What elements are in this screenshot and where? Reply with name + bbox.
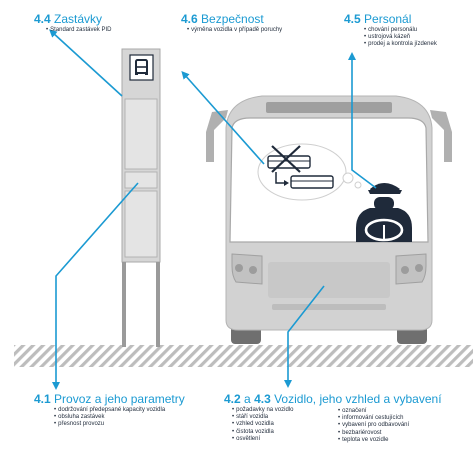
list-item: obsluha zastávek: [54, 414, 185, 421]
section-vehicle-title: 4.2 a 4.3 Vozidlo, jeho vzhled a vybaven…: [224, 392, 442, 406]
connector-staff: [348, 52, 377, 189]
list-item: označení: [338, 408, 409, 415]
bus-stop-icon: [135, 59, 148, 75]
section-vehicle-lists: požadavky na vozidlo stáří vozidla vzhle…: [224, 407, 442, 443]
section-safety-items: výměna vozidla v případě poruchy: [181, 27, 282, 34]
driver-icon: [356, 183, 412, 242]
bus-swap-icon: [267, 145, 334, 189]
list-item: vybavení pro odbavování: [338, 422, 409, 429]
section-staff-items: chování personálu ustrojová kázeň prodej…: [344, 27, 437, 49]
connector-stops: [49, 29, 123, 97]
connector-operation: [52, 182, 139, 390]
section-stops-title: 4.4 Zastávky: [34, 12, 103, 26]
list-item: čistota vozidla: [232, 429, 342, 436]
list-item: ustrojová kázeň: [364, 34, 437, 41]
list-item: informování cestujících: [338, 415, 409, 422]
section-vehicle: 4.2 a 4.3 Vozidlo, jeho vzhled a vybaven…: [224, 392, 442, 443]
list-item: požadavky na vozidlo: [232, 407, 342, 414]
ground-hatch: [14, 345, 473, 367]
connector-vehicle: [284, 285, 325, 388]
section-stops-items: Standard zastávek PID: [34, 27, 111, 34]
list-item: vzhled vozidla: [232, 421, 342, 428]
list-item: Standard zastávek PID: [46, 27, 111, 34]
section-staff: 4.5 Personál chování personálu ustrojová…: [344, 12, 437, 49]
list-item: stáří vozidla: [232, 414, 342, 421]
connectors: [49, 29, 377, 390]
section-stops: 4.4 Zastávky Standard zastávek PID: [34, 12, 111, 34]
section-staff-title: 4.5 Personál: [344, 12, 412, 26]
section-operation-items: dodržování předepsané kapacity vozidla o…: [34, 407, 185, 429]
section-operation-title: 4.1 Provoz a jeho parametry: [34, 392, 185, 406]
list-item: bezbariérovost: [338, 430, 409, 437]
section-safety-title: 4.6 Bezpečnost: [181, 12, 264, 26]
section-vehicle-items-right: označení informování cestujících vybaven…: [338, 408, 409, 444]
section-vehicle-items-left: požadavky na vozidlo stáří vozidla vzhle…: [224, 407, 342, 443]
section-safety: 4.6 Bezpečnost výměna vozidla v případě …: [181, 12, 282, 34]
list-item: výměna vozidla v případě poruchy: [187, 27, 282, 34]
list-item: prodej a kontrola jízdenek: [364, 41, 437, 48]
list-item: přesnost provozu: [54, 421, 185, 428]
bus-front: [206, 95, 452, 344]
list-item: dodržování předepsané kapacity vozidla: [54, 407, 185, 414]
connector-safety: [181, 71, 265, 165]
list-item: teplota ve vozidle: [338, 437, 409, 444]
section-operation: 4.1 Provoz a jeho parametry dodržování p…: [34, 392, 185, 429]
bus-stop-pole: [121, 48, 161, 347]
list-item: chování personálu: [364, 27, 437, 34]
list-item: osvětlení: [232, 436, 342, 443]
